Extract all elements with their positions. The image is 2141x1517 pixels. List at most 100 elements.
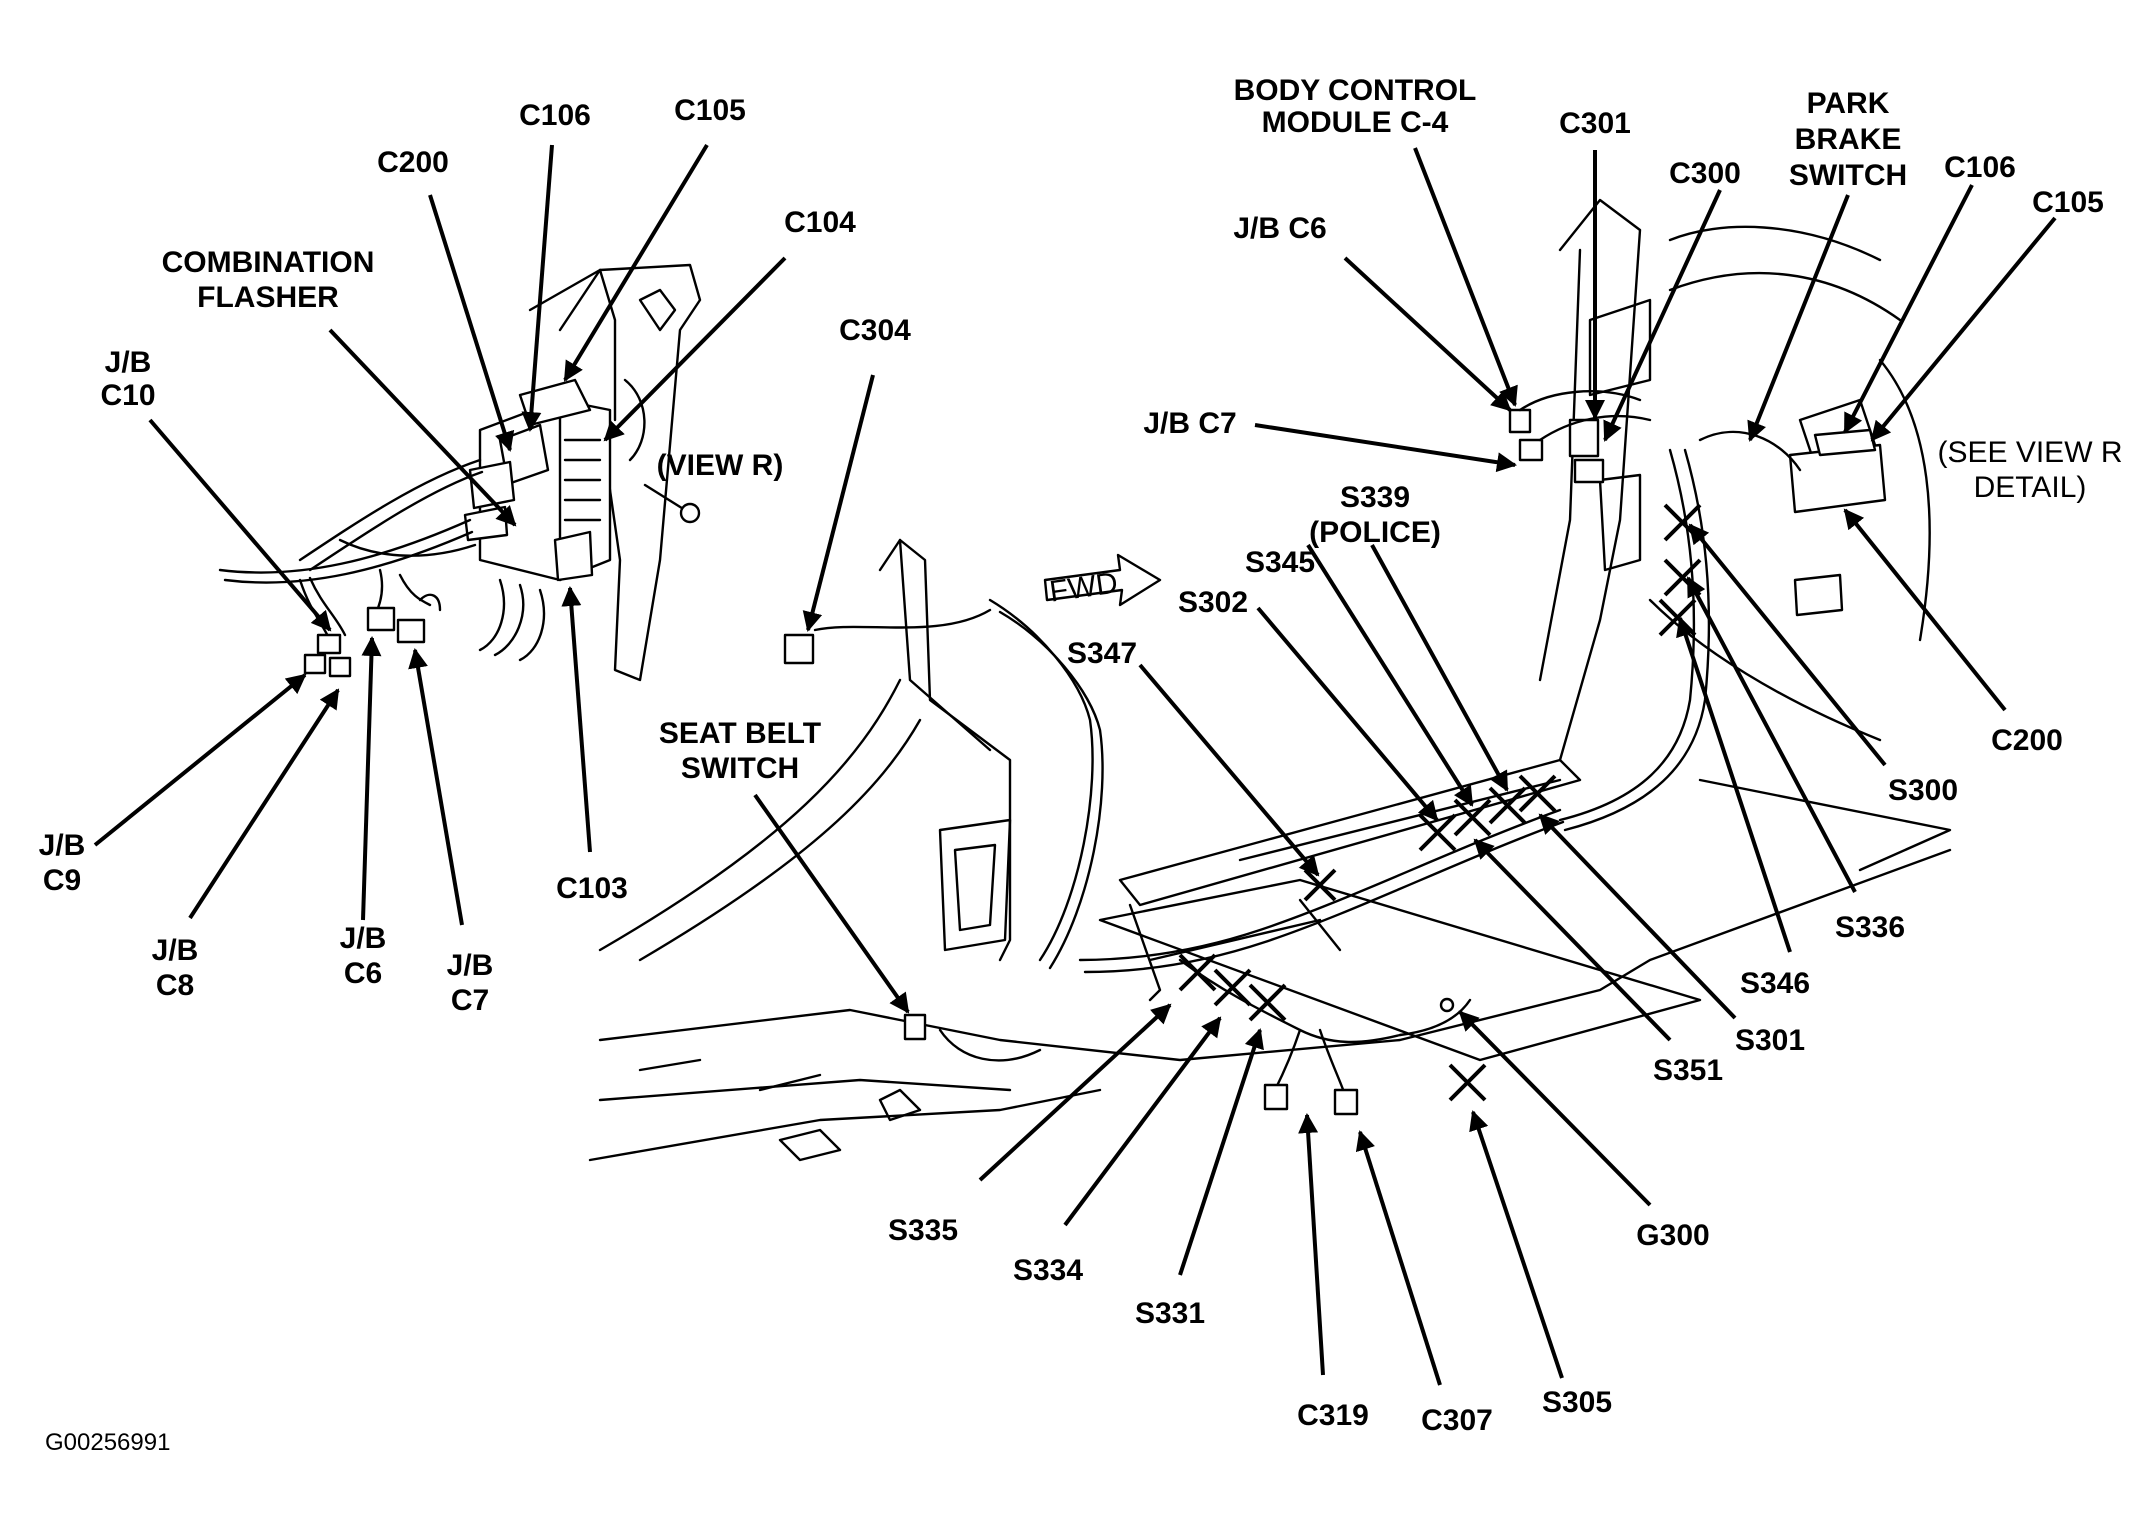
leader-c105-right (1870, 216, 2057, 442)
label-s339-line1: S339 (1340, 481, 1410, 514)
label-c300: C300 (1669, 157, 1741, 190)
splice-x-s305 (1448, 1063, 1487, 1102)
leader-s335 (978, 1003, 1172, 1182)
label-c105-left: C105 (674, 94, 746, 127)
leader-jb-c10 (148, 418, 332, 632)
leader-c300 (1603, 189, 1722, 442)
label-seat-belt-switch-line1: SEAT BELT (659, 717, 821, 750)
leader-s345 (1306, 543, 1474, 807)
leader-s305 (1469, 1110, 1564, 1379)
label-body-control-module-line2: MODULE C-4 (1262, 106, 1449, 139)
label-s346: S346 (1740, 967, 1810, 1000)
see-view-r-note-line2: DETAIL) (1974, 471, 2087, 504)
leader-c104 (603, 256, 787, 442)
leader-s302 (1256, 606, 1439, 822)
label-s351: S351 (1653, 1054, 1723, 1087)
leader-c319 (1298, 1113, 1325, 1376)
leader-s336 (1686, 576, 1857, 893)
label-c319: C319 (1297, 1399, 1369, 1432)
splice-x-s300 (1663, 503, 1702, 542)
label-s331: S331 (1135, 1297, 1205, 1330)
fwd-arrow-label: FWD (1048, 566, 1120, 608)
splice-x-s345 (1453, 798, 1492, 837)
label-c301: C301 (1559, 107, 1631, 140)
label-c105-right: C105 (2032, 186, 2104, 219)
leader-combination-flasher (328, 328, 517, 527)
leader-c200-left (428, 194, 515, 452)
splice-x-s339 (1488, 786, 1527, 825)
leader-jb-c6-right (1343, 256, 1512, 412)
label-jb-c8-line2: C8 (156, 969, 194, 1002)
leader-c103 (561, 586, 592, 853)
label-park-brake-switch-line1: PARK (1807, 87, 1890, 120)
label-s336: S336 (1835, 911, 1905, 944)
leader-c106-right (1843, 184, 1974, 434)
leader-s346 (1676, 616, 1792, 953)
label-c200-left: C200 (377, 146, 449, 179)
leader-s351 (1473, 838, 1672, 1042)
label-jb-c6-right: J/B C6 (1233, 212, 1326, 245)
splice-x-s334 (1213, 968, 1252, 1007)
label-jb-c7-left-line2: C7 (451, 984, 489, 1017)
leader-s339 (1370, 544, 1509, 792)
label-c103: C103 (556, 872, 628, 905)
label-jb-c8-line1: J/B (152, 934, 199, 967)
leader-seat-belt-switch (753, 793, 910, 1014)
leader-s300 (1688, 523, 1887, 767)
label-c200-right: C200 (1991, 724, 2063, 757)
leader-jb-c9 (93, 673, 307, 847)
leader-s347 (1138, 663, 1320, 877)
callout-labels: C106 C105 C200 C104 COMBINATION FLASHER … (39, 74, 2123, 1456)
leader-body-control-module (1413, 147, 1518, 407)
label-park-brake-switch-line2: BRAKE (1795, 123, 1902, 156)
leader-g300 (1458, 1010, 1652, 1207)
label-s305: S305 (1542, 1386, 1612, 1419)
leader-jb-c7-left (408, 648, 464, 926)
leader-jb-c6-left (361, 636, 382, 921)
leader-jb-c7-right (1254, 423, 1517, 473)
label-jb-c6-left-line2: C6 (344, 957, 382, 990)
label-s302: S302 (1178, 586, 1248, 619)
label-s301: S301 (1735, 1024, 1805, 1057)
label-c106-left: C106 (519, 99, 591, 132)
figure-id: G00256991 (45, 1429, 170, 1456)
leader-jb-c8 (188, 688, 340, 920)
view-r-note: (VIEW R) (657, 449, 784, 482)
see-view-r-note-line1: (SEE VIEW R (1937, 436, 2122, 469)
leader-c304 (802, 374, 875, 632)
label-jb-c9-line1: J/B (39, 829, 86, 862)
label-jb-c6-left-line1: J/B (340, 922, 387, 955)
label-c307: C307 (1421, 1404, 1493, 1437)
label-c304: C304 (839, 314, 911, 347)
leader-c307 (1355, 1130, 1442, 1386)
leader-park-brake-switch (1747, 194, 1850, 442)
label-s345: S345 (1245, 546, 1315, 579)
label-jb-c9-line2: C9 (43, 864, 81, 897)
label-c106-right: C106 (1944, 151, 2016, 184)
leader-c106-left (521, 144, 554, 432)
label-s339-line2: (POLICE) (1309, 516, 1441, 549)
label-s334: S334 (1013, 1254, 1083, 1287)
label-park-brake-switch-line3: SWITCH (1789, 159, 1907, 192)
leader-c105-left (563, 143, 709, 382)
label-jb-c7-left-line1: J/B (447, 949, 494, 982)
label-combination-flasher-line2: FLASHER (197, 281, 339, 314)
label-s300: S300 (1888, 774, 1958, 807)
label-jb-c10-line1: J/B (105, 346, 152, 379)
leader-s301 (1538, 813, 1737, 1020)
floor-pan-artwork (588, 198, 1952, 1162)
leader-c200-right (1843, 508, 2007, 712)
leader-lines (93, 143, 2057, 1386)
leader-s334 (1063, 1016, 1222, 1227)
label-s347: S347 (1067, 637, 1137, 670)
label-jb-c10-line2: C10 (100, 379, 155, 412)
label-combination-flasher-line1: COMBINATION (162, 246, 375, 279)
splice-x-s301 (1518, 774, 1557, 813)
splice-x-s331 (1248, 983, 1287, 1022)
label-body-control-module-line1: BODY CONTROL (1234, 74, 1477, 107)
leader-s331 (1178, 1028, 1264, 1276)
splice-x-s346 (1658, 598, 1697, 637)
label-seat-belt-switch-line2: SWITCH (681, 752, 799, 785)
splice-marks (1178, 503, 1702, 1102)
